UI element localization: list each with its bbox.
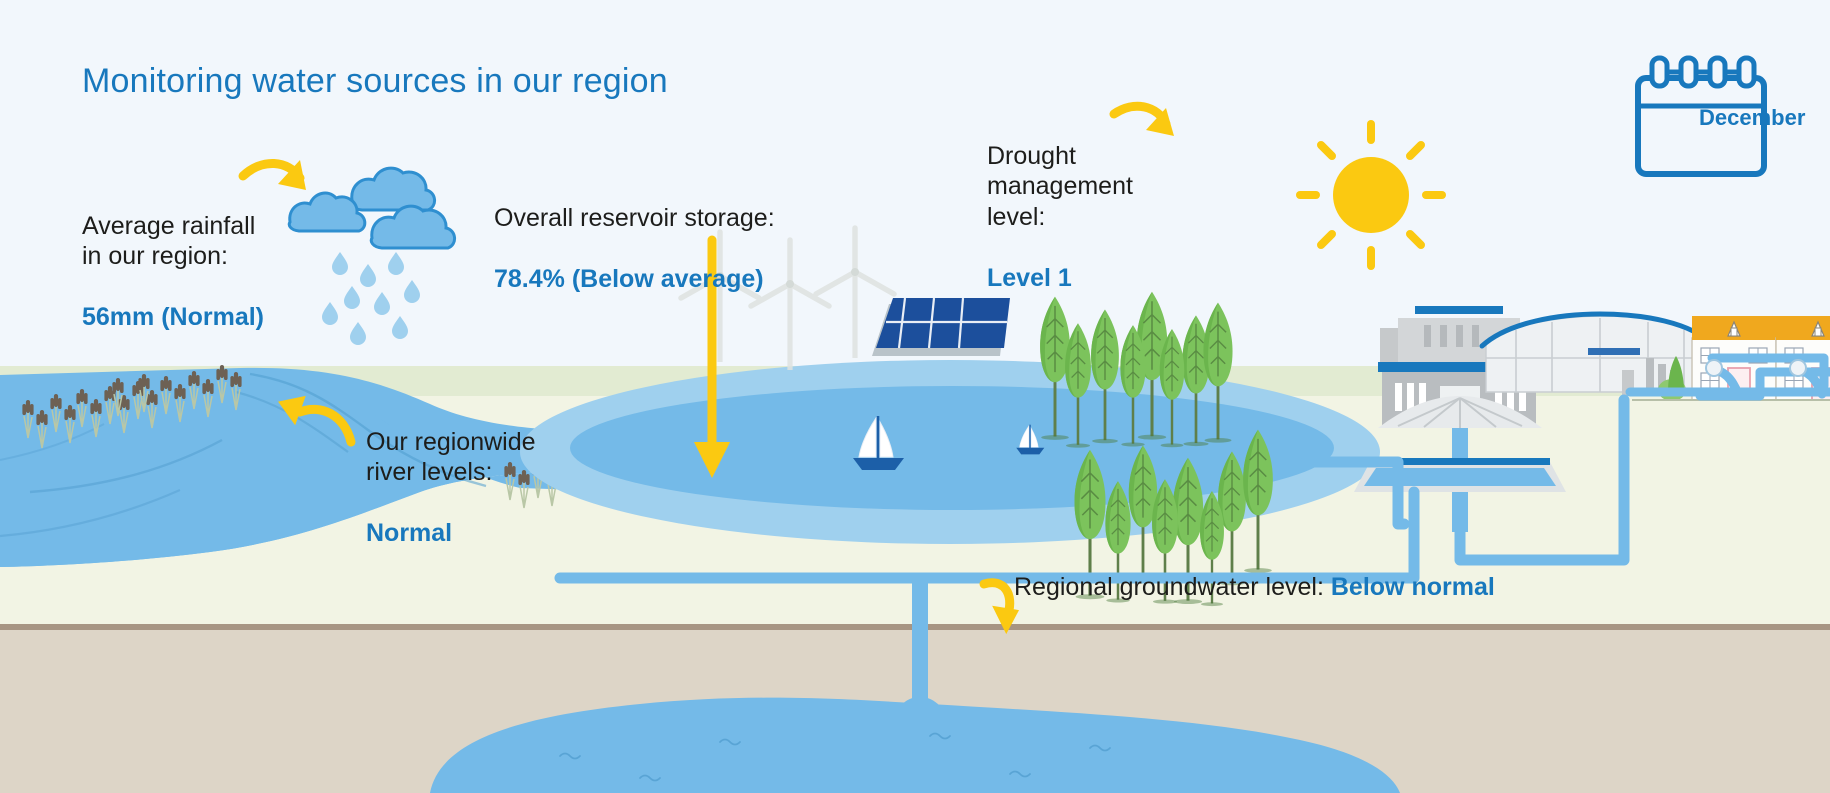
metric-drought-management-value: Level 1 (987, 263, 1072, 292)
metric-groundwater-label: Regional groundwater level: (1014, 573, 1324, 601)
rain-cloud-icon (287, 166, 456, 345)
metric-river-levels: Our regionwide river levels: Normal (366, 396, 536, 549)
metric-reservoir-storage-label: Overall reservoir storage: (494, 203, 775, 232)
calendar-icon (1635, 55, 1767, 177)
sun-icon (1296, 120, 1446, 270)
down-arrow-icon (694, 235, 730, 478)
aquifer-icon (430, 697, 1400, 793)
metric-reservoir-storage-value: 78.4% (Below average) (494, 264, 764, 293)
pumping-station-icon (1479, 311, 1717, 396)
metric-reservoir-storage: Overall reservoir storage: 78.4% (Below … (494, 172, 775, 294)
metric-drought-management: Drought management level: Level 1 (987, 110, 1133, 293)
metric-drought-management-label: Drought management level: (987, 141, 1133, 231)
metric-rainfall: Average rainfall in our region: 56mm (No… (82, 180, 264, 333)
calendar-month-label: December (1699, 105, 1806, 130)
metric-rainfall-value: 56mm (Normal) (82, 303, 264, 331)
solar-panel-icon (872, 297, 1010, 356)
water-meter-icon (1705, 359, 1807, 377)
page-title: Monitoring water sources in our region (82, 62, 668, 100)
metric-river-levels-value: Normal (366, 519, 453, 547)
metric-groundwater-value: Below normal (1330, 573, 1495, 601)
metric-river-levels-label: Our regionwide river levels: (366, 427, 536, 487)
metric-rainfall-label: Average rainfall in our region: (82, 211, 256, 271)
arrow-head-icon (278, 108, 1174, 635)
river (0, 367, 640, 567)
metric-groundwater: Regional groundwater level: Below normal (1014, 572, 1495, 603)
borehole-icon (912, 578, 928, 710)
